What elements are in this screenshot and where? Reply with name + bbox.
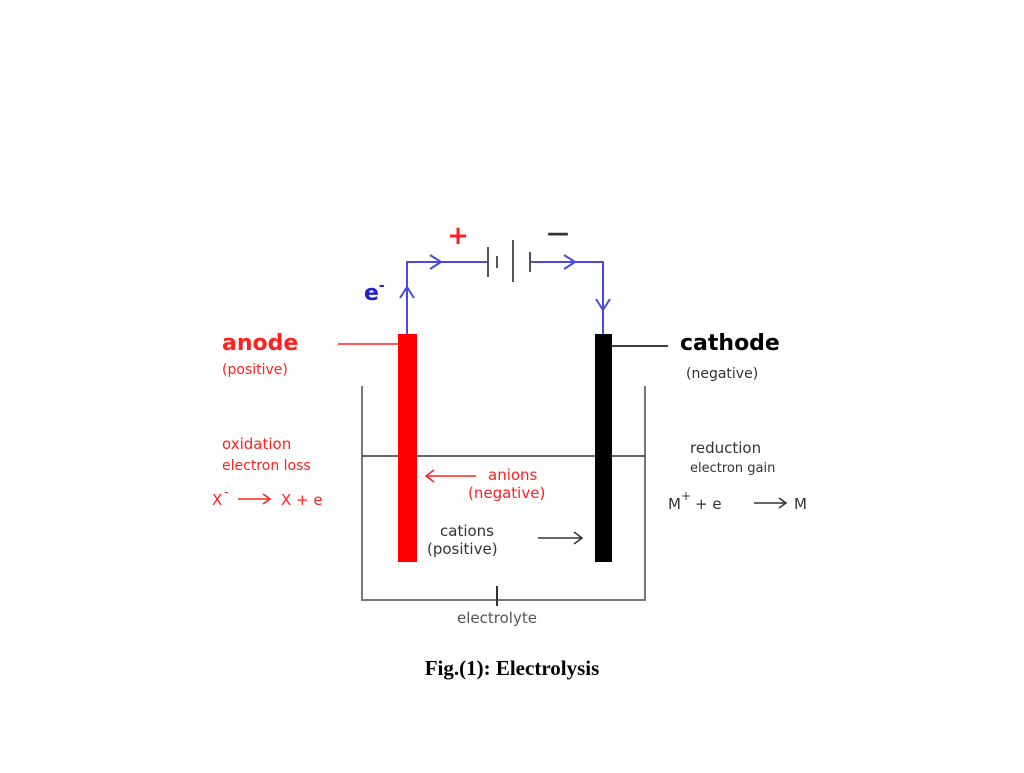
wire-right-arrow-icon-left bbox=[429, 254, 443, 270]
cathode-subtitle: (negative) bbox=[686, 366, 758, 382]
oxidation-label: oxidation bbox=[222, 435, 291, 453]
wire-right-arrow-icon-right bbox=[563, 254, 577, 270]
reduction-equation-product: M bbox=[794, 495, 807, 513]
battery-icon bbox=[487, 240, 531, 282]
battery-plus-sign: + bbox=[447, 221, 469, 251]
reduction-label: reduction bbox=[690, 439, 761, 457]
anions-left-arrow-icon bbox=[424, 469, 476, 483]
battery-minus-sign: — bbox=[547, 221, 569, 246]
reduction-equation-reactants: M++ e bbox=[668, 489, 722, 513]
wire-down-arrow-icon bbox=[595, 298, 611, 312]
anode-electrode bbox=[398, 334, 417, 562]
cations-charge-label: (positive) bbox=[427, 540, 498, 558]
anions-label: anions bbox=[488, 466, 538, 484]
figure-caption: Fig.(1): Electrolysis bbox=[424, 656, 600, 680]
electron-up-arrow-icon bbox=[399, 285, 415, 299]
electron-label: e- bbox=[364, 278, 385, 306]
oxidation-equation-products: X + e bbox=[281, 491, 323, 509]
electrolyte-container bbox=[361, 386, 646, 601]
electrolyte-label: electrolyte bbox=[457, 609, 537, 627]
anode-subtitle: (positive) bbox=[222, 362, 288, 378]
oxidation-arrow-icon bbox=[238, 493, 272, 505]
reduction-arrow-icon bbox=[754, 497, 788, 509]
cations-right-arrow-icon bbox=[538, 531, 584, 545]
wire-anode-to-battery bbox=[406, 261, 488, 334]
electron-loss-label: electron loss bbox=[222, 458, 311, 474]
wire-battery-to-cathode bbox=[530, 261, 604, 334]
electron-gain-label: electron gain bbox=[690, 461, 775, 476]
cathode-electrode bbox=[595, 334, 612, 562]
cathode-title: cathode bbox=[680, 331, 780, 356]
cations-label: cations bbox=[440, 522, 494, 540]
anode-title: anode bbox=[222, 331, 298, 356]
oxidation-equation-reactant: X- bbox=[212, 485, 229, 509]
anions-charge-label: (negative) bbox=[468, 484, 545, 502]
